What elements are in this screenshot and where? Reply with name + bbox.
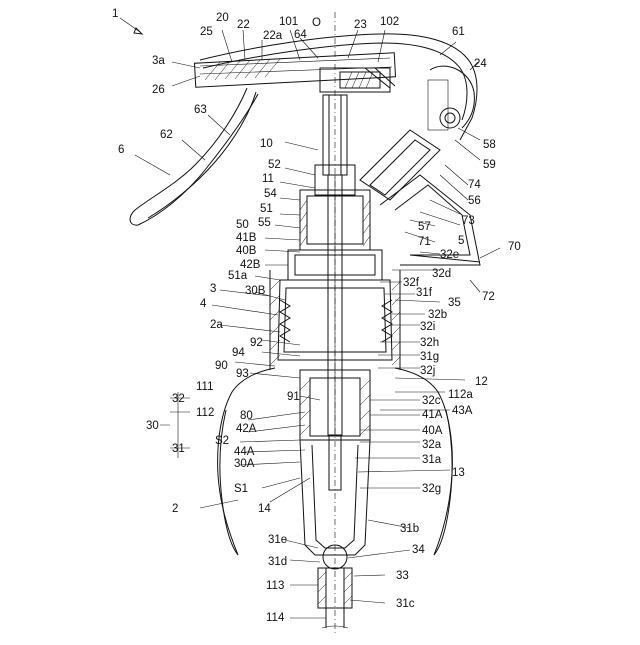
label-112: 112 <box>196 407 214 419</box>
label-112a: 112a <box>448 389 473 401</box>
label-55: 55 <box>258 217 271 229</box>
label-113: 113 <box>266 580 284 592</box>
label-42A: 42A <box>236 423 257 435</box>
label-3a: 3a <box>152 55 165 67</box>
label-O: O <box>312 17 321 29</box>
label-80: 80 <box>240 410 253 422</box>
label-4: 4 <box>200 298 207 310</box>
label-31c: 31c <box>396 598 415 610</box>
label-62: 62 <box>160 129 173 141</box>
upper-pump-section <box>288 165 382 435</box>
label-31e: 31e <box>268 534 287 546</box>
label-90: 90 <box>215 360 228 372</box>
label-40B: 40B <box>236 245 257 257</box>
label-5: 5 <box>458 235 464 247</box>
label-10: 10 <box>260 138 273 150</box>
label-71: 71 <box>418 236 431 248</box>
label-32e: 32e <box>440 249 459 261</box>
label-32a: 32a <box>422 439 442 451</box>
label-59: 59 <box>483 159 496 171</box>
label-51: 51 <box>260 203 273 215</box>
label-58: 58 <box>483 139 496 151</box>
label-26: 26 <box>152 84 165 96</box>
label-51a: 51a <box>228 270 248 282</box>
label-1: 1 <box>112 8 118 20</box>
label-41A: 41A <box>422 409 443 421</box>
label-2a: 2a <box>210 319 223 331</box>
label-31f: 31f <box>416 287 433 299</box>
label-35: 35 <box>448 297 461 309</box>
label-61: 61 <box>452 26 465 38</box>
label-30B: 30B <box>245 285 266 297</box>
label-73: 73 <box>462 215 475 227</box>
label-32g: 32g <box>422 483 441 495</box>
nozzle-head <box>195 34 477 140</box>
label-32b: 32b <box>428 309 447 321</box>
label-25: 25 <box>200 26 213 38</box>
label-33: 33 <box>396 570 409 582</box>
label-32d: 32d <box>432 268 451 280</box>
label-12: 12 <box>475 376 488 388</box>
label-93: 93 <box>236 368 249 380</box>
label-3: 3 <box>210 283 216 295</box>
label-24: 24 <box>474 58 487 70</box>
label-101: 101 <box>279 16 298 28</box>
label-6: 6 <box>118 144 124 156</box>
label-32c: 32c <box>422 395 441 407</box>
label-32h: 32h <box>420 337 439 349</box>
label-92: 92 <box>250 337 263 349</box>
label-114: 114 <box>266 612 285 624</box>
label-56: 56 <box>468 195 481 207</box>
label-32i: 32i <box>420 321 435 333</box>
label-14: 14 <box>258 503 271 515</box>
label-41B: 41B <box>236 232 257 244</box>
label-S2: S2 <box>215 435 229 447</box>
label-52: 52 <box>268 159 281 171</box>
label-30: 30 <box>146 420 159 432</box>
label-32j: 32j <box>420 365 435 377</box>
label-102: 102 <box>380 16 399 28</box>
label-44A: 44A <box>234 446 255 458</box>
label-2: 2 <box>172 503 178 515</box>
label-54: 54 <box>264 188 277 200</box>
label-70: 70 <box>508 241 521 253</box>
label-111: 111 <box>196 381 213 393</box>
label-30A: 30A <box>234 458 255 470</box>
label-13: 13 <box>452 467 465 479</box>
label-43A: 43A <box>452 405 473 417</box>
label-20: 20 <box>216 12 229 24</box>
label-91: 91 <box>287 391 300 403</box>
label-23: 23 <box>354 19 367 31</box>
label-34: 34 <box>412 544 425 556</box>
label-74: 74 <box>468 179 481 191</box>
label-40A: 40A <box>422 425 443 437</box>
label-22a: 22a <box>263 30 283 42</box>
label-72: 72 <box>482 291 495 303</box>
label-22: 22 <box>237 19 250 31</box>
label-31g: 31g <box>420 351 439 363</box>
label-94: 94 <box>232 347 245 359</box>
label-63: 63 <box>194 104 207 116</box>
label-31d: 31d <box>268 556 287 568</box>
label-31b: 31b <box>400 523 419 535</box>
label-64: 64 <box>294 29 307 41</box>
label-32: 32 <box>172 393 185 405</box>
arrow-head-icon <box>134 28 142 34</box>
label-S1: S1 <box>234 483 248 495</box>
label-50: 50 <box>236 219 249 231</box>
label-11: 11 <box>262 173 274 185</box>
label-31: 31 <box>172 443 185 455</box>
reference-labels: 1 3a 26 25 20 22 22a 101 O 64 23 102 61 … <box>112 8 521 624</box>
label-57: 57 <box>418 221 431 233</box>
label-31a: 31a <box>422 454 442 466</box>
